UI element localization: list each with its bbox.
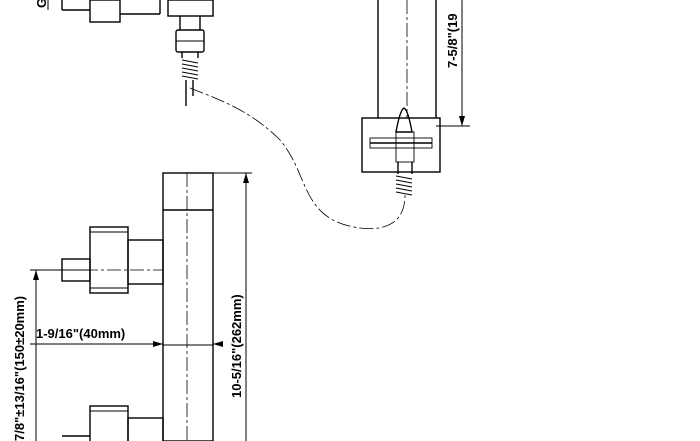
upper-side-valve — [38, 226, 164, 294]
offset-dim: 1-9/16"(40mm) — [30, 326, 223, 347]
partial-label: G — [34, 0, 49, 8]
lower-side-valve — [62, 405, 164, 441]
main-body — [162, 172, 214, 441]
center-spacing-dimension: 7/8"±13/16"(150±20mm) — [12, 296, 27, 441]
top-left-valve: G — [34, 0, 161, 23]
overall-height-dimension: 10-5/16"(262mm) — [229, 294, 244, 398]
offset-dimension: 1-9/16"(40mm) — [36, 326, 125, 341]
spacing-dim: 7/8"±13/16"(150±20mm) — [12, 269, 62, 441]
hose-path — [189, 87, 406, 229]
top-height-dimension: 7-5/8"(19 — [445, 13, 460, 68]
top-right-column: 7-5/8"(19 — [361, 0, 470, 196]
top-fitting — [167, 0, 214, 106]
overall-height-dim: 10-5/16"(262mm) — [213, 172, 252, 441]
